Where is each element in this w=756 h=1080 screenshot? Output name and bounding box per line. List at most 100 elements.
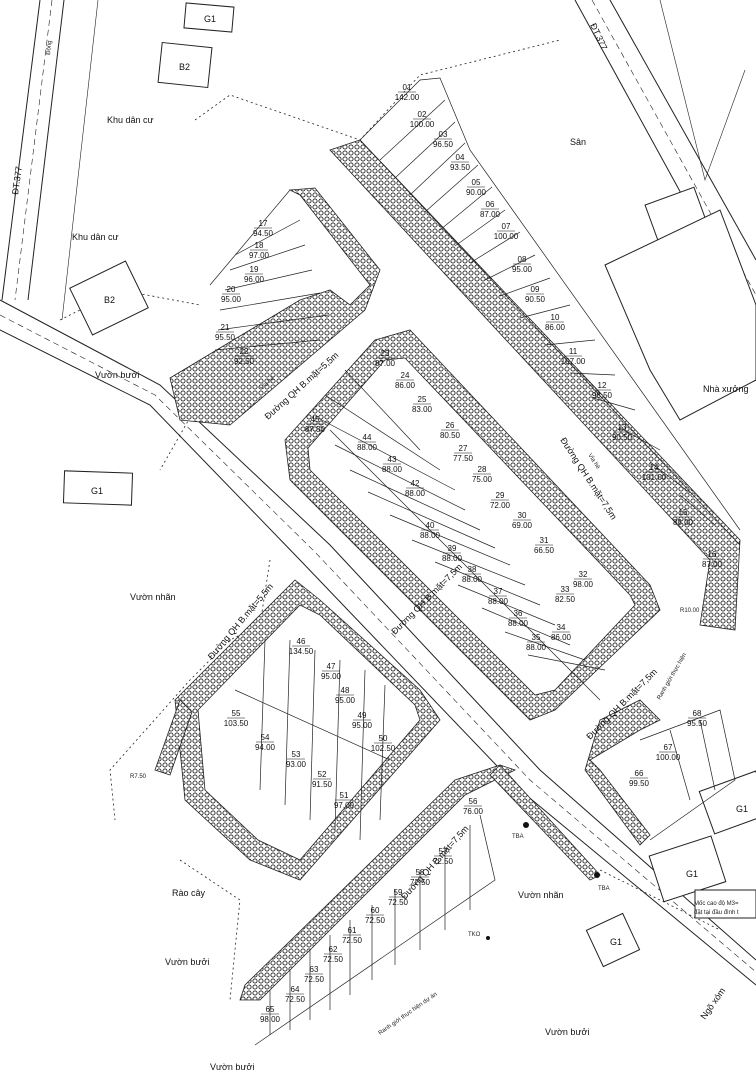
lot-number: 10 (551, 313, 560, 322)
lot-area: 94.00 (255, 743, 276, 752)
lot-number: 34 (557, 623, 566, 632)
lot-area: 134.50 (289, 647, 314, 656)
lot-area: 92.50 (234, 357, 255, 366)
lot-area: 72.50 (433, 857, 454, 866)
lot-number: 18 (255, 241, 264, 250)
lot-number: 03 (439, 130, 448, 139)
lot-number: 06 (486, 200, 495, 209)
lot-number: 24 (401, 371, 410, 380)
lot-area: 96.00 (244, 275, 265, 284)
lot-area: 75.00 (472, 475, 493, 484)
lot-area: 101.00 (642, 473, 667, 482)
lot-labels: 01142.0002100.000396.500493.500590.00068… (215, 83, 723, 1024)
road-dt377 (1, 0, 99, 321)
road-label-dong: Đông (46, 40, 53, 55)
lot-number: 26 (446, 421, 455, 430)
lot-area: 95.00 (512, 265, 533, 274)
lot-number: 13 (618, 423, 627, 432)
lot-area: 72.50 (342, 936, 363, 945)
lot-number: 54 (261, 733, 270, 742)
building-g1-label: G1 (686, 869, 698, 879)
lot-area: 90.50 (525, 295, 546, 304)
lot-number: 53 (292, 750, 301, 759)
lot-number: 36 (514, 609, 523, 618)
lot-area: 95.00 (221, 295, 242, 304)
lot-number: 51 (340, 791, 349, 800)
lot-area: 88.00 (526, 643, 547, 652)
lot-number: 42 (411, 479, 420, 488)
lot-number: 68 (693, 709, 702, 718)
lot-area: 88.00 (405, 489, 426, 498)
lot-area: 87.00 (375, 359, 396, 368)
lot-area: 88.00 (420, 531, 441, 540)
lot-area: 86.00 (551, 633, 572, 642)
zone-moc-cao-do-2: đặt tại đầu đình t (694, 910, 739, 916)
lot-number: 62 (329, 945, 338, 954)
zone-ranh-gioi-du-an: Ranh giới thực hiện dự án (378, 992, 439, 1037)
svg-text:TKO: TKO (468, 932, 481, 938)
zone-khu-dan-cu: Khu dân cư (107, 115, 154, 125)
lot-number: 50 (379, 734, 388, 743)
lot-area: 87.00 (480, 210, 501, 219)
lot-area: 97.00 (334, 801, 355, 810)
zone-khu-dan-cu: Khu dân cư (72, 232, 119, 242)
lot-number: 66 (635, 769, 644, 778)
lot-number: 28 (478, 465, 487, 474)
lot-number: 37 (494, 587, 503, 596)
lot-area: 88.00 (508, 619, 529, 628)
lot-area: 100.00 (410, 120, 435, 129)
zone-nha-xuong: Nhà xưởng (703, 384, 748, 394)
zone-vuon-nhan: Vườn nhãn (130, 592, 175, 602)
lot-number: 38 (468, 565, 477, 574)
lot-area: 95.50 (215, 333, 236, 342)
lot-area: 88.00 (382, 465, 403, 474)
building-g1-label: G1 (91, 486, 103, 496)
pavements (154, 139, 741, 1001)
building-g1-label: G1 (204, 14, 216, 24)
lot-area: 94.50 (253, 229, 274, 238)
lot-area: 103.50 (224, 719, 249, 728)
lot-area: 91.50 (312, 780, 333, 789)
lot-number: 64 (291, 985, 300, 994)
lot-area: 90.00 (466, 188, 487, 197)
lot-number: 17 (259, 219, 268, 228)
lot-area: 95.00 (335, 696, 356, 705)
lot-number: 21 (221, 323, 230, 332)
svg-text:TBA: TBA (598, 886, 610, 892)
lot-area: 142.00 (395, 93, 420, 102)
lot-number: 55 (232, 709, 241, 718)
radius-label: R10.00 (680, 608, 700, 614)
lot-area: 97.00 (249, 251, 270, 260)
lot-number: 63 (310, 965, 319, 974)
